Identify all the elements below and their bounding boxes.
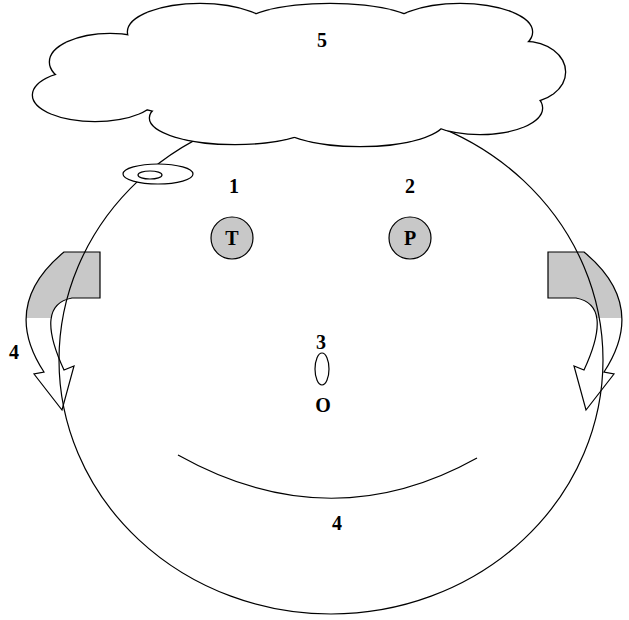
eye-letter: T — [225, 228, 238, 248]
eye-circle: P — [388, 216, 432, 260]
left-ear-arrow — [26, 252, 100, 410]
hair-cloud: 5 — [30, 0, 570, 195]
right-ear-arrow — [548, 252, 622, 410]
hair-curl — [123, 164, 193, 184]
cloud-edge — [90, 25, 510, 125]
eye-letter: P — [404, 228, 416, 248]
face-ellipse — [59, 106, 603, 614]
hair-curl-inner — [138, 171, 162, 179]
cloud-fill — [90, 25, 510, 125]
nose-oval — [315, 353, 329, 385]
callout-number: 1 — [229, 176, 239, 196]
cloud-shape — [30, 0, 570, 195]
callout-number: 4 — [9, 342, 19, 362]
eye-circle-shape — [211, 217, 253, 259]
callout-number: O — [315, 395, 331, 415]
callout-number: 3 — [316, 332, 326, 352]
mouth-smile — [178, 455, 477, 498]
callout-number: 5 — [317, 30, 327, 50]
callout-number: 2 — [405, 176, 415, 196]
eye-circle-shape — [389, 217, 431, 259]
eye-circle: T — [210, 216, 254, 260]
callout-number: 4 — [332, 513, 342, 533]
